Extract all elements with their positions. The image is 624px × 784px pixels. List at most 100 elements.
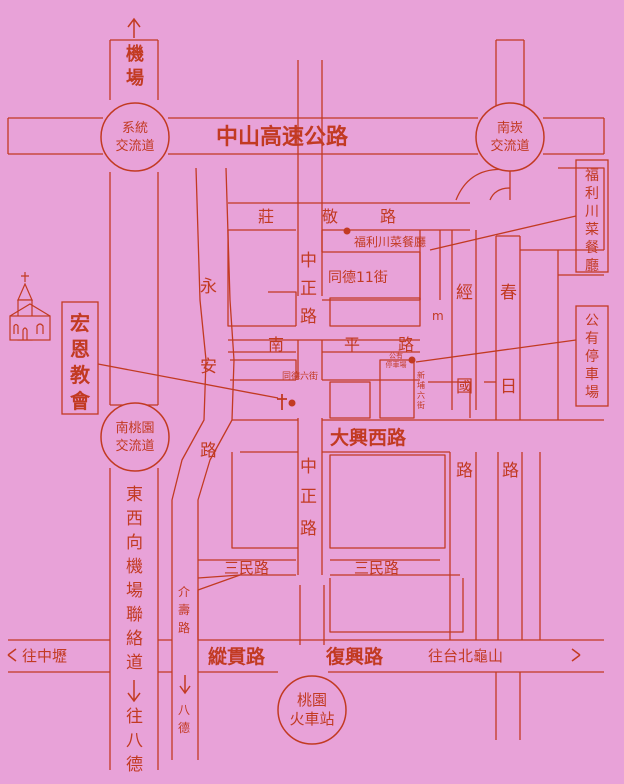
- ew-highway-label-1: 東: [126, 485, 143, 505]
- restaurant-callout-3: 川: [585, 204, 599, 220]
- expressway-label: 中山高速公路: [216, 124, 349, 150]
- zhongzheng-s-label-1: 中: [300, 457, 317, 477]
- to-bade-label-1: 往: [126, 707, 143, 727]
- parking-small-2: 停車場: [386, 360, 407, 369]
- ew-highway-label-2: 西: [126, 509, 143, 529]
- parking-callout-box: [575, 305, 609, 407]
- road-network: [7, 39, 605, 770]
- jingguo-road: [451, 230, 477, 410]
- mrt-m-label: m: [432, 309, 444, 323]
- jieshou-label-1: 介: [178, 585, 190, 599]
- restaurant-callout-5: 餐: [585, 240, 599, 256]
- zhongzheng-s-label-3: 路: [300, 519, 317, 539]
- zhongzheng-s-label-2: 正: [300, 487, 317, 507]
- nankan-ic-label-2: 交流道: [490, 138, 529, 154]
- tongde11-label: 同德11街: [328, 270, 388, 286]
- zhuangjing-label-1: 莊: [258, 207, 274, 226]
- cross-icon: [277, 394, 287, 410]
- nanping-label-1: 南: [268, 335, 284, 354]
- restaurant-pointer: [429, 215, 577, 251]
- nanping-label-3: 路: [398, 335, 414, 354]
- church-callout-box: [61, 301, 99, 415]
- yongan-label-3: 路: [200, 441, 217, 461]
- church-callout-2: 恩: [70, 337, 90, 361]
- taoyuan-station-circle: [277, 675, 347, 745]
- parking-callout-4: 車: [585, 366, 599, 383]
- jieshou-label-3: 路: [178, 620, 190, 635]
- parking-callout-1: 公: [585, 313, 599, 329]
- fuxing-road-label: 復興路: [325, 645, 384, 668]
- ew-highway-label-3: 向: [126, 533, 143, 553]
- zhongzheng-n-label-3: 路: [300, 307, 317, 327]
- to-bade-label-2: 八: [126, 731, 143, 751]
- restaurant-callout-6: 廳: [585, 257, 599, 274]
- xitong-ic-label-1: 系統: [122, 121, 148, 136]
- church-dot-icon: [288, 399, 296, 407]
- parking-callout-5: 場: [585, 385, 599, 401]
- restaurant-dot-icon: [343, 227, 351, 235]
- xinpu-label-2: 埔: [417, 380, 425, 390]
- xitong-ic-label-2: 交流道: [115, 138, 154, 154]
- zhongzheng-road-north: [297, 60, 323, 296]
- up-arrow-icon: [127, 17, 141, 38]
- nantaoyuan-ic-label-2: 交流道: [115, 438, 154, 454]
- tongde6-label: 同德六街: [282, 370, 318, 382]
- nantaoyuan-ic-label-1: 南桃園: [115, 420, 154, 436]
- restaurant-callout-1: 福: [585, 168, 599, 184]
- nantaoyuan-interchange-circle: [100, 402, 170, 472]
- airport-label-1: 機: [126, 43, 144, 65]
- ramp-curve: [455, 168, 511, 201]
- chunri-label-3: 路: [502, 461, 519, 481]
- restaurant-label: 福利川菜餐廳: [354, 234, 426, 249]
- zongguan-road-label: 縱貫路: [208, 645, 266, 668]
- jingguo-label-2: 國: [456, 377, 473, 397]
- nankan-road: [495, 39, 525, 110]
- parking-callout-2: 有: [585, 331, 599, 347]
- yongan-road: [171, 167, 207, 760]
- to-bade-label-3: 德: [126, 755, 143, 775]
- station-label-2: 火車站: [289, 710, 334, 728]
- ew-highway-label-5: 場: [126, 581, 143, 601]
- to-bade-small-1: 八: [178, 703, 190, 717]
- jieshou-label-2: 壽: [178, 602, 190, 617]
- church-building-icon: [9, 272, 51, 341]
- ew-highway-label-6: 聯: [126, 605, 143, 625]
- chunri-label-1: 春: [500, 283, 517, 303]
- yongan-label-1: 永: [200, 277, 217, 297]
- jingguo-label-3: 路: [456, 461, 473, 481]
- parking-pointer: [415, 339, 577, 363]
- zhongzheng-n-label-2: 正: [300, 279, 317, 299]
- chunri-label-2: 日: [500, 377, 517, 397]
- church-callout-1: 宏: [70, 311, 90, 335]
- church-pointer: [97, 363, 279, 399]
- church-callout-3: 教: [70, 363, 91, 387]
- xitong-interchange-circle: [100, 102, 170, 172]
- xinpu-label-3: 六: [417, 390, 425, 400]
- nanping-label-2: 平: [344, 335, 360, 354]
- church-callout-4: 會: [70, 389, 91, 413]
- xinpu-label-4: 街: [417, 400, 425, 410]
- to-taipei-label: 往台北龜山: [428, 647, 503, 665]
- daxing-west-label: 大興西路: [330, 426, 407, 449]
- nankan-interchange-circle: [475, 102, 545, 172]
- sanmin-east-label: 三民路: [354, 559, 399, 577]
- zhuangjing-label-3: 路: [380, 207, 396, 226]
- parking-dot-icon: [408, 356, 416, 364]
- zhuangjing-label-2: 敬: [322, 207, 338, 226]
- restaurant-callout-4: 菜: [585, 222, 599, 238]
- yongan-label-2: 安: [200, 357, 217, 377]
- ew-highway-label-4: 機: [126, 557, 143, 577]
- nankan-ic-label-1: 南崁: [497, 120, 523, 136]
- nanping-road: [228, 339, 420, 353]
- down-arrow-icon: [127, 675, 191, 703]
- sanmin-west-label: 三民路: [224, 559, 269, 577]
- parking-callout-3: 停: [585, 348, 599, 365]
- ew-highway-label-7: 絡: [126, 629, 143, 649]
- restaurant-callout-2: 利: [585, 186, 599, 202]
- to-zhongli-label: 往中壢: [22, 647, 67, 665]
- left-right-arrow-icon: [7, 648, 581, 662]
- xinpu-label-1: 新: [417, 370, 425, 380]
- station-label-1: 桃園: [297, 691, 327, 709]
- airport-label-2: 場: [126, 68, 144, 89]
